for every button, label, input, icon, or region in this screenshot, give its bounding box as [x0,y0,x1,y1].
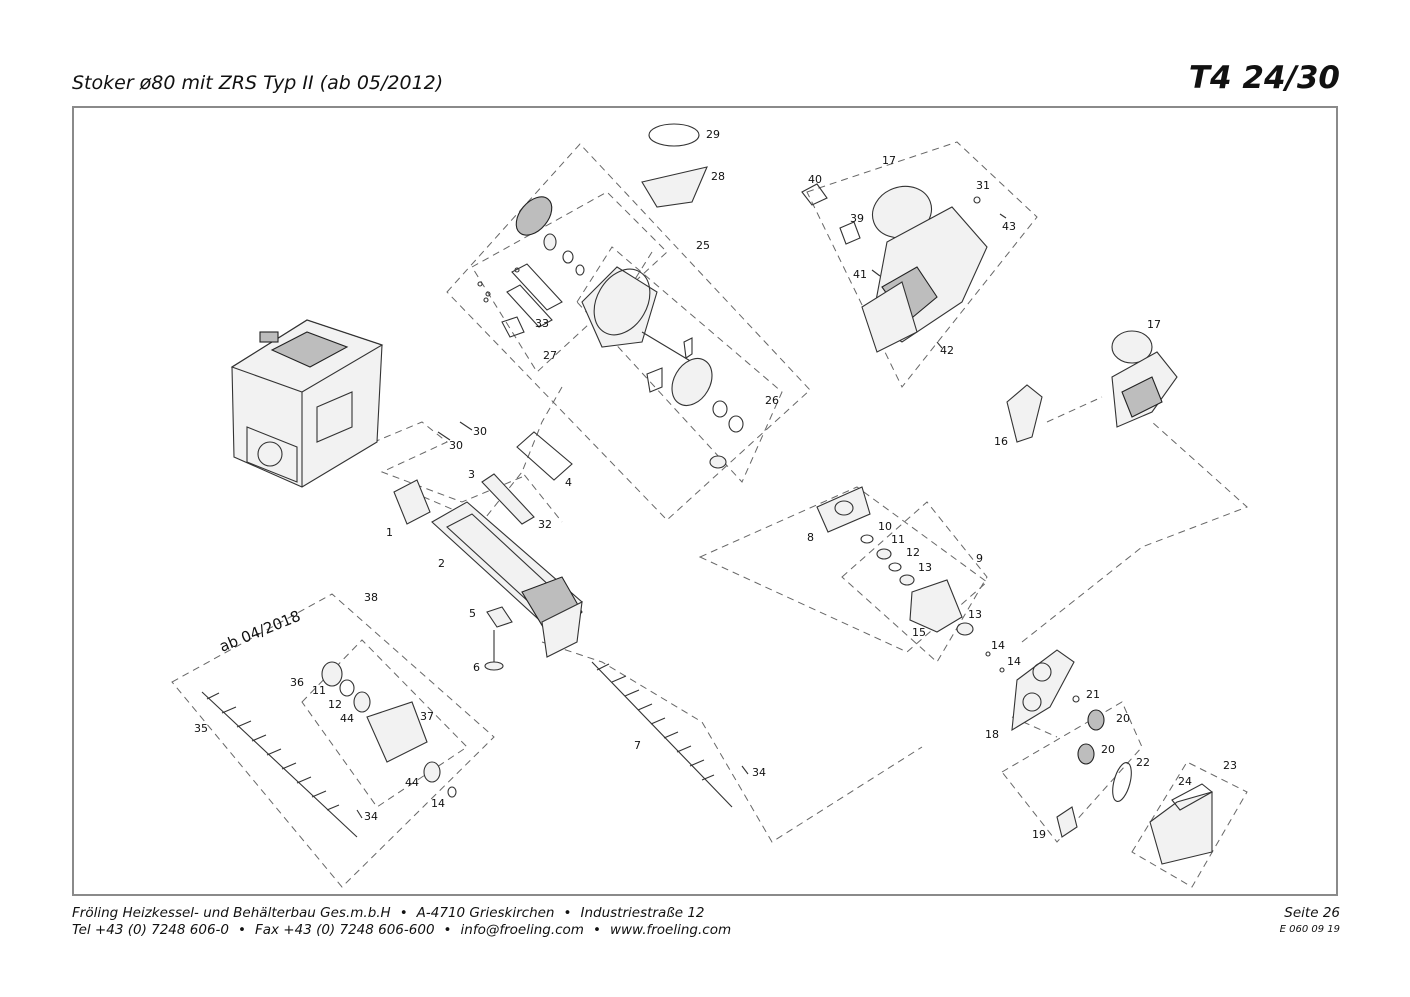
label-36: 36 [290,676,304,689]
fax-number: Fax +43 (0) 7248 606-600 [254,922,435,938]
group-outlines [171,141,1248,888]
label-44: 44 [405,776,419,789]
label-37: 37 [420,710,434,723]
label-14: 14 [431,797,445,810]
label-18: 18 [985,728,999,741]
label-20: 20 [1116,712,1130,725]
label-29: 29 [706,128,720,141]
document-code: E 060 09 19 [1279,924,1340,935]
pins-drawing [437,421,473,441]
separator: • [563,905,572,921]
label-6: 6 [473,661,480,674]
separator: • [592,922,601,938]
label-39: 39 [850,212,864,225]
label-17: 17 [882,154,896,167]
page-number: Seite 26 [1284,905,1340,921]
label-30: 30 [449,439,463,452]
label-1: 1 [386,526,393,539]
company-street: Industriestraße 12 [580,905,705,921]
pin-part [356,809,363,819]
label-14: 14 [1007,655,1021,668]
separator: • [443,922,452,938]
label-43: 43 [1002,220,1016,233]
label-14: 14 [991,639,1005,652]
label-17: 17 [1147,318,1161,331]
label-30: 30 [473,425,487,438]
label-41: 41 [853,268,867,281]
label-7: 7 [634,739,641,752]
label-22: 22 [1136,756,1150,769]
company-name: Fröling Heizkessel- und Behälterbau Ges.… [72,905,391,921]
label-34: 34 [752,766,766,779]
separator: • [238,922,246,938]
label-4: 4 [565,476,572,489]
label-24: 24 [1178,775,1192,788]
label-15: 15 [912,626,926,639]
bracket-part [486,606,513,628]
label-12: 12 [906,546,920,559]
bearing-flange-drawing [816,486,1005,673]
label-11: 11 [312,684,326,697]
label-38: 38 [364,591,378,604]
page-title: Stoker ø80 mit ZRS Typ II (ab 05/2012) [72,72,444,94]
sensor-bracket-drawing [477,263,563,338]
rotary-valve-drawing [515,123,744,469]
website-link[interactable]: www.froeling.com [609,922,732,938]
flange-part [393,479,431,525]
label-20: 20 [1101,743,1115,756]
label-33: 33 [535,317,549,330]
exploded-parts-diagram: 1 2 3 4 5 6 7 8 9 10 11 11 12 12 13 13 1… [171,123,1248,888]
label-42: 42 [940,344,954,357]
separator: • [399,905,408,921]
pin-part [741,765,749,775]
label-2: 2 [438,557,445,570]
label-8: 8 [807,531,814,544]
exploded-diagram-frame: 1 2 3 4 5 6 7 8 9 10 11 11 12 12 13 13 1… [72,106,1338,896]
label-10: 10 [878,520,892,533]
bearing-housing-2018-drawing [321,661,457,798]
label-23: 23 [1223,759,1237,772]
cover-plate-part [481,473,535,525]
email-link[interactable]: info@froeling.com [460,922,584,938]
label-34: 34 [364,810,378,823]
company-address: A-4710 Grieskirchen [416,905,555,921]
label-3: 3 [468,468,475,481]
label-11: 11 [891,533,905,546]
revision-note: ab 04/2018 [217,607,303,656]
label-27: 27 [543,349,557,362]
gear-motor-right-drawing [1006,330,1178,443]
label-9: 9 [976,552,983,565]
footer-line-1: Fröling Heizkessel- und Behälterbau Ges.… [72,905,705,921]
label-32: 32 [538,518,552,531]
label-13: 13 [968,608,982,621]
drive-assembly-drawing [1011,649,1213,865]
label-13: 13 [918,561,932,574]
label-40: 40 [808,173,822,186]
label-19: 19 [1032,828,1046,841]
stoker-duct-drawing [431,501,583,658]
adjustable-foot-part [484,630,504,671]
feed-screw-2018-drawing [201,691,358,838]
label-31: 31 [976,179,990,192]
footer-line-2: Tel +43 (0) 7248 606-0 • Fax +43 (0) 7248 … [72,922,731,938]
label-44: 44 [340,712,354,725]
gear-motor-drawing [801,183,1007,353]
label-28: 28 [711,170,725,183]
label-26: 26 [765,394,779,407]
label-16: 16 [994,435,1008,448]
gasket-part [516,431,573,481]
label-21: 21 [1086,688,1100,701]
label-5: 5 [469,607,476,620]
label-35: 35 [194,722,208,735]
part-number-labels: 1 2 3 4 5 6 7 8 9 10 11 11 12 12 13 13 1… [194,128,1237,841]
boiler-housing-drawing [230,319,384,488]
label-25: 25 [696,239,710,252]
label-12: 12 [328,698,342,711]
model-title: T4 24/30 [1188,60,1340,96]
feed-screw-drawing [591,661,733,808]
phone-number: Tel +43 (0) 7248 606-0 [72,922,229,938]
